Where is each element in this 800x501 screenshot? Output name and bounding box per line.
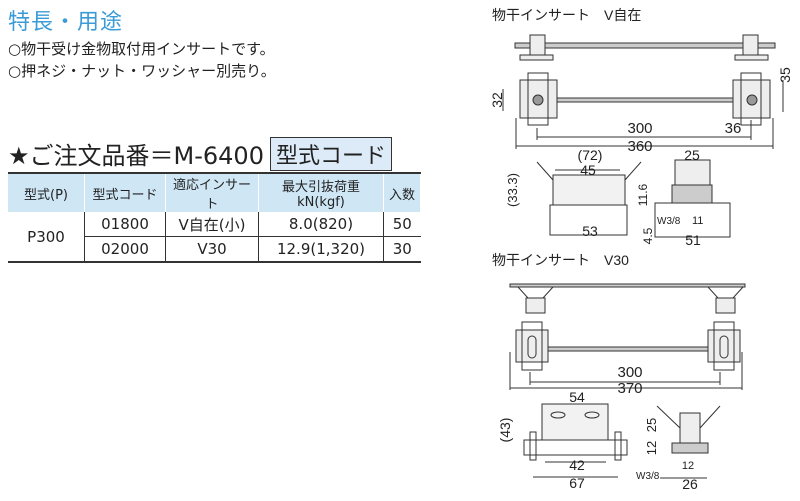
th-model: 型式(P) (8, 173, 85, 212)
dim-53: 53 (582, 223, 598, 239)
cell-model: P300 (8, 212, 85, 263)
dim-11-6: 11.6 (636, 183, 650, 206)
dim-w3-8: W3/8 (636, 471, 660, 482)
dim-360: 360 (627, 138, 652, 155)
dim-370: 370 (617, 380, 642, 397)
section-view (523, 403, 628, 478)
plan-view (502, 72, 784, 149)
elevation-view (514, 34, 776, 61)
order-number: ★ご注文品番＝M-6400 型式コード (8, 136, 392, 171)
dim-300: 300 (617, 364, 642, 381)
dim-33-3: (33.3) (505, 173, 520, 207)
cell-code: 01800 (84, 212, 166, 237)
dim-72: (72) (578, 147, 603, 163)
cell-insert: V30 (165, 236, 259, 263)
table-row: P300 01800 V自在(小) 8.0(820) 50 (8, 212, 421, 263)
elevation-view (509, 283, 746, 314)
cell-load: 8.0(820) (258, 212, 384, 237)
th-qty: 入数 (383, 173, 421, 212)
dim-12: 12 (644, 441, 659, 455)
plan-view (509, 321, 743, 390)
section-view (536, 161, 642, 236)
dim-25: 25 (684, 147, 700, 163)
drawing2-title: 物干インサート V30 (492, 252, 629, 268)
dim-43: (43) (497, 418, 513, 443)
cell-load: 12.9(1,320) (258, 236, 384, 263)
drawing-v-jizai: 物干インサート V自在 32 35 300 36 360 (72) 45 (33… (489, 7, 793, 248)
dim-35: 35 (777, 67, 793, 83)
th-insert: 適応インサート (165, 173, 259, 212)
dim-32: 32 (489, 92, 505, 108)
th-code: 型式コード (84, 173, 166, 212)
drawing-v30: 物干インサート V30 300 370 54 (43) 42 67 25 12 … (492, 252, 746, 492)
cell-qty: 50 (383, 212, 421, 237)
dim-12-width: 12 (682, 460, 694, 472)
spec-table: 型式(P) 型式コード 適応インサート 最大引抜荷重kN(kgf) 入数 P30… (8, 172, 421, 263)
feature-item: ○物干受け金物取付用インサートです。 (8, 40, 275, 58)
dim-26: 26 (682, 476, 698, 492)
side-view (656, 405, 721, 479)
side-view (654, 159, 731, 238)
dim-36: 36 (725, 120, 742, 137)
dim-67: 67 (569, 475, 585, 491)
dim-w3-8: W3/8 (657, 216, 681, 227)
cell-code: 02000 (84, 236, 166, 263)
order-label: ★ご注文品番＝M-6400 (8, 142, 264, 170)
dim-42: 42 (569, 457, 585, 473)
table-header: 型式(P) 型式コード 適応インサート 最大引抜荷重kN(kgf) 入数 (8, 173, 421, 212)
dim-11: 11 (692, 215, 703, 227)
table-row: 02000 V30 12.9(1,320) 30 (8, 236, 421, 263)
dim-54: 54 (569, 389, 585, 405)
dim-300: 300 (627, 120, 652, 137)
cell-qty: 30 (383, 236, 421, 263)
features-title: 特長・用途 (8, 10, 124, 35)
th-load: 最大引抜荷重kN(kgf) (258, 173, 384, 212)
dim-51: 51 (685, 232, 701, 248)
dim-25: 25 (644, 418, 659, 432)
feature-item: ○押ネジ・ナット・ワッシャー別売り。 (8, 62, 276, 80)
model-code-box: 型式コード (269, 136, 392, 171)
dim-45: 45 (580, 162, 596, 178)
drawing1-title: 物干インサート V自在 (492, 7, 641, 23)
cell-insert: V自在(小) (165, 212, 259, 237)
dim-4-5: 4.5 (641, 227, 655, 244)
